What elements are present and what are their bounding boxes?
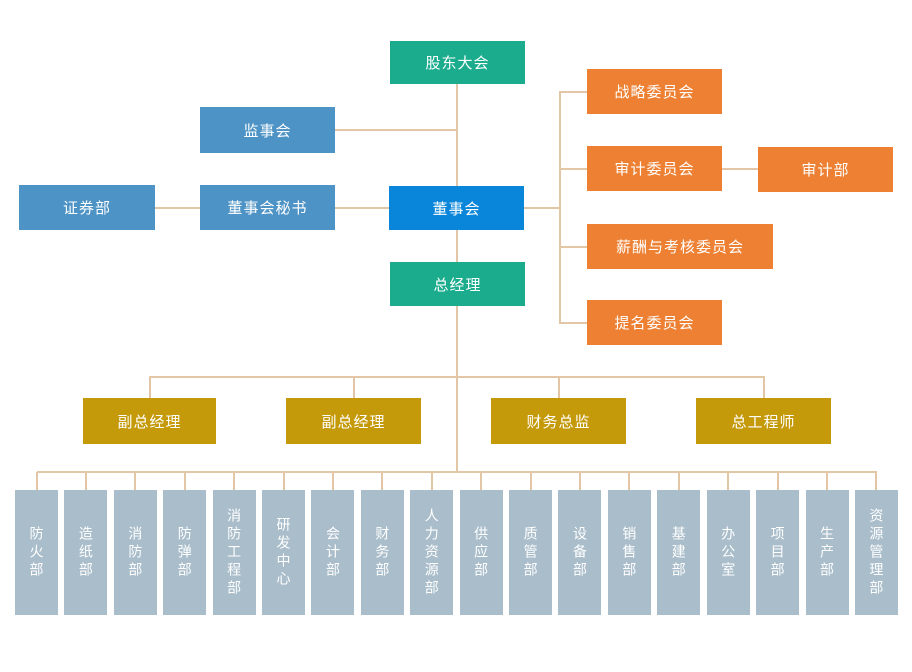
department-label: 质管部: [522, 525, 539, 580]
node-finance-director: 财务总监: [491, 398, 626, 444]
connector-stub: [233, 472, 236, 490]
node-department-11: 设备部: [558, 472, 602, 615]
node-department-1: 造纸部: [64, 472, 108, 615]
connector-stub: [35, 472, 38, 490]
connector-stub: [430, 472, 433, 490]
node-chief-engineer: 总工程师: [696, 398, 831, 444]
node-department-8: 人力资源部: [410, 472, 454, 615]
node-department-6: 会计部: [311, 472, 355, 615]
department-label: 防火部: [28, 525, 45, 580]
connector-stub: [578, 472, 581, 490]
node-department-17: 资源管理部: [854, 472, 898, 615]
connector-stub: [134, 472, 137, 490]
node-department-9: 供应部: [459, 472, 503, 615]
department-label: 会计部: [324, 525, 341, 580]
connector-line: [558, 377, 560, 398]
department-label: 基建部: [670, 525, 687, 580]
connector-stub: [826, 472, 828, 490]
node-shareholders-meeting: 股东大会: [390, 41, 525, 84]
node-deputy-gm-1: 副总经理: [83, 398, 216, 444]
node-department-16: 生产部: [805, 472, 849, 615]
department-label: 消防工程部: [226, 507, 243, 598]
connector-stub: [381, 472, 384, 490]
connector-stub: [183, 472, 186, 490]
node-board-of-directors: 董事会: [389, 186, 524, 230]
node-department-4: 消防工程部: [212, 472, 256, 615]
node-department-5: 研发中心: [262, 472, 306, 615]
node-department-7: 财务部: [360, 472, 404, 615]
connector-line: [559, 91, 588, 93]
department-label: 供应部: [473, 525, 490, 580]
connector-stub: [331, 472, 334, 490]
connector-line: [456, 83, 458, 187]
connector-line: [559, 91, 561, 324]
connector-line: [335, 207, 390, 209]
node-compensation-committee: 薪酬与考核委员会: [587, 224, 773, 269]
connector-line: [456, 306, 458, 473]
connector-line: [335, 129, 457, 131]
node-nomination-committee: 提名委员会: [587, 300, 722, 345]
node-department-15: 项目部: [756, 472, 800, 615]
node-strategy-committee: 战略委员会: [587, 69, 722, 114]
department-label: 人力资源部: [423, 507, 440, 598]
department-label: 研发中心: [275, 516, 292, 589]
department-label: 消防部: [127, 525, 144, 580]
connector-stub: [529, 472, 532, 490]
connector-line: [456, 230, 458, 263]
connector-line: [353, 377, 355, 398]
node-audit-committee: 审计委员会: [587, 146, 722, 191]
connector-stub: [727, 472, 730, 490]
department-label: 防弹部: [176, 525, 193, 580]
node-department-12: 销售部: [607, 472, 651, 615]
connector-stub: [875, 472, 878, 490]
connector-stub: [776, 472, 779, 490]
connector-stub: [84, 472, 87, 490]
department-row: 防火部 造纸部 消防部 防弹部 消防工程部 研发中心 会计部 财务部 人力资源部 供应部 质管部 设备…: [15, 472, 898, 615]
node-audit-dept: 审计部: [758, 147, 893, 192]
node-department-0: 防火部: [15, 472, 58, 615]
department-label: 销售部: [621, 525, 638, 580]
connector-line: [722, 168, 759, 170]
department-label: 项目部: [769, 525, 786, 580]
connector-stub: [628, 472, 631, 490]
department-label: 造纸部: [77, 525, 94, 580]
node-supervisory-board: 监事会: [200, 107, 335, 153]
connector-line: [37, 471, 877, 473]
node-department-3: 防弹部: [163, 472, 207, 615]
connector-stub: [282, 472, 285, 490]
node-department-10: 质管部: [509, 472, 553, 615]
node-deputy-gm-2: 副总经理: [286, 398, 421, 444]
department-label: 设备部: [571, 525, 588, 580]
connector-line: [559, 246, 588, 248]
connector-line: [155, 207, 201, 209]
node-board-secretary: 董事会秘书: [200, 185, 335, 230]
department-label: 生产部: [819, 525, 835, 580]
connector-stub: [480, 472, 483, 490]
connector-line: [524, 207, 560, 209]
connector-line: [149, 376, 765, 378]
connector-line: [559, 322, 588, 324]
connector-stub: [677, 472, 680, 490]
connector-line: [763, 377, 765, 398]
node-department-2: 消防部: [113, 472, 157, 615]
department-label: 资源管理部: [868, 507, 885, 598]
node-general-manager: 总经理: [390, 262, 525, 306]
connector-line: [149, 377, 151, 398]
node-securities-dept: 证券部: [19, 185, 155, 230]
node-department-13: 基建部: [657, 472, 701, 615]
node-department-14: 办公室: [706, 472, 750, 615]
department-label: 办公室: [720, 525, 737, 580]
department-label: 财务部: [374, 525, 391, 580]
connector-line: [559, 168, 588, 170]
